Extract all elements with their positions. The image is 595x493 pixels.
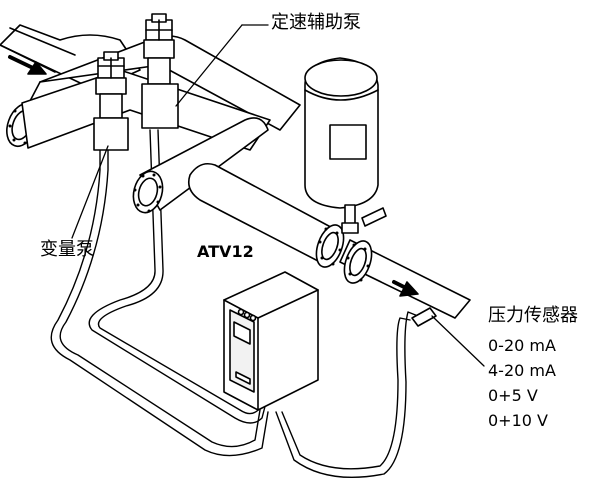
sensor-ranges-list: 0-20 mA 4-20 mA 0+5 V 0+10 V — [488, 333, 556, 433]
auxiliary-pump — [141, 13, 179, 129]
sensor-range-item: 4-20 mA — [488, 361, 556, 380]
auxiliary-pump-label: 定速辅助泵 — [271, 12, 361, 33]
outlet-flow-arrow — [392, 280, 419, 297]
inlet-flow-arrow — [8, 55, 47, 75]
discharge-pipe — [187, 162, 471, 319]
variable-speed-pump — [93, 51, 129, 151]
pressure-tank — [304, 57, 387, 234]
pressure-sensor — [411, 307, 437, 327]
sensor-range-item: 0-20 mA — [488, 336, 556, 355]
control-cables — [50, 129, 419, 479]
variable-pump-label: 变量泵 — [40, 239, 94, 260]
atv12-drive — [223, 271, 319, 411]
leader-lines — [71, 24, 485, 367]
sensor-label: 压力传感器 — [488, 305, 578, 326]
sensor-range-item: 0+5 V — [488, 386, 538, 405]
discharge-flange-1 — [315, 224, 345, 268]
sensor-range-item: 0+10 V — [488, 411, 548, 430]
drive-label: ATV12 — [197, 242, 254, 261]
discharge-flange-2 — [343, 240, 373, 284]
